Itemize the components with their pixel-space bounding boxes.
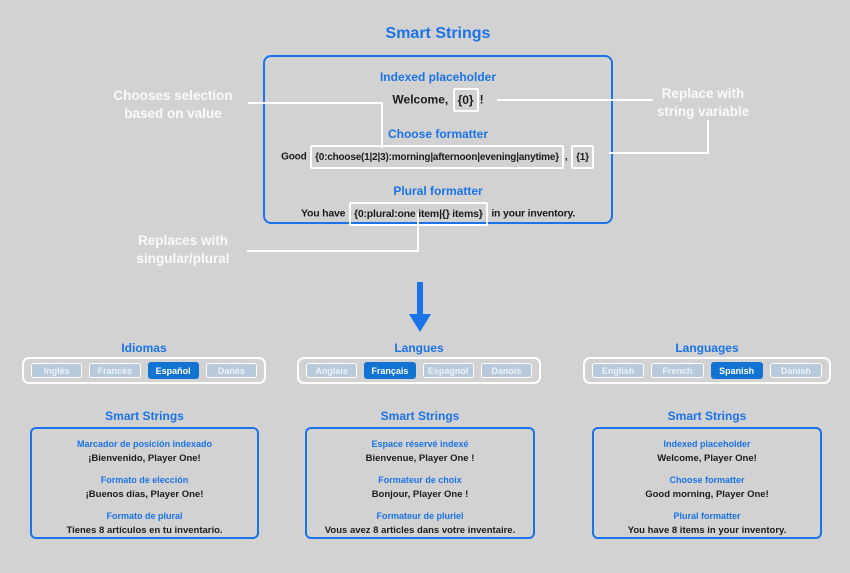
result-heading: Marcador de posición indexado [76, 439, 213, 449]
lang-button-danois[interactable]: Danois [480, 363, 532, 378]
result-heading: Formateur de pluriel [376, 511, 464, 521]
result-text: Bienvenue, Player One ! [365, 453, 475, 464]
result-heading: Espace réservé indexé [371, 439, 469, 449]
placeholder-token: {0} [452, 88, 479, 112]
annotation-replace-with-variable: Replace with string variable [625, 85, 781, 121]
annotation-line: Replaces with [137, 233, 229, 248]
result-text: Bonjour, Player One ! [371, 489, 469, 500]
down-arrow-icon [409, 314, 431, 332]
result-text: ¡Buenos días, Player One! [85, 489, 204, 500]
annotation-line: based on value [124, 105, 222, 121]
result-panel-fr: Espace réservé indexé Bienvenue, Player … [305, 427, 535, 539]
annotation-line: string variable [656, 103, 750, 119]
lang-button-danes[interactable]: Danés [205, 363, 257, 378]
annotation-replaces-singular-plural: Replaces with singular/plural [105, 232, 261, 268]
page-title: Smart Strings [385, 25, 491, 42]
result-text: ¡Bienvenido, Player One! [88, 453, 201, 464]
language-title-en: Languages [675, 341, 739, 355]
lang-button-english[interactable]: English [592, 363, 645, 378]
annotation-line: singular/plural [136, 250, 230, 266]
language-selector-es: Inglés Francés Español Danés [22, 357, 266, 384]
annotation-line: Chooses selection [113, 88, 233, 103]
panel-title-fr: Smart Strings [380, 409, 460, 423]
connector-line [381, 102, 383, 148]
connector-line [417, 213, 419, 252]
code-text: Good [281, 151, 310, 163]
lang-button-spanish[interactable]: Spanish [710, 362, 763, 379]
result-text: Welcome, Player One! [657, 453, 757, 464]
connector-line [609, 152, 709, 154]
code-text: in your inventory. [488, 207, 576, 220]
down-arrow-icon [417, 282, 423, 315]
language-selector-en: English French Spanish Danish [583, 357, 831, 384]
choose-token: {0:choose(1|2|3):morning|afternoon|eveni… [310, 145, 564, 169]
language-title-fr: Langues [394, 341, 444, 355]
result-text: Tienes 8 artículos en tu inventario. [66, 525, 223, 536]
result-panel-es: Marcador de posición indexado ¡Bienvenid… [30, 427, 259, 539]
result-heading: Formato de plural [106, 511, 183, 521]
result-heading: Formateur de choix [378, 475, 462, 485]
lang-button-francais[interactable]: Français [364, 362, 416, 379]
panel-title-es: Smart Strings [105, 409, 184, 423]
code-line-indexed: Welcome, {0}! [265, 88, 611, 112]
code-text: ! [479, 92, 484, 107]
result-heading: Plural formatter [673, 511, 741, 521]
panel-title-en: Smart Strings [667, 409, 747, 423]
lang-button-frances[interactable]: Francés [89, 363, 141, 378]
code-line-plural: You have {0:plural:one item|{} items} in… [265, 202, 611, 226]
result-text: You have 8 items in your inventory. [627, 525, 787, 536]
code-line-choose: Good {0:choose(1|2|3):morning|afternoon|… [265, 145, 611, 169]
annotation-chooses-selection: Chooses selection based on value [95, 87, 251, 123]
result-text: Good morning, Player One! [645, 489, 769, 500]
variable-token: {1} [571, 145, 594, 169]
smart-string-examples-box: Indexed placeholder Welcome, {0}! Choose… [263, 55, 613, 226]
connector-line [248, 102, 381, 104]
code-text: Welcome, [392, 92, 452, 107]
connector-line [707, 120, 709, 154]
language-title-es: Idiomas [121, 341, 167, 355]
result-heading: Indexed placeholder [663, 439, 751, 449]
result-heading: Choose formatter [669, 475, 745, 485]
result-panel-en: Indexed placeholder Welcome, Player One!… [592, 427, 822, 539]
section-heading-indexed: Indexed placeholder [379, 70, 497, 84]
section-heading-plural: Plural formatter [393, 184, 483, 198]
code-text: , [564, 151, 571, 163]
language-selector-fr: Anglais Français Espagnol Danois [297, 357, 541, 384]
lang-button-danish[interactable]: Danish [769, 363, 822, 378]
lang-button-espagnol[interactable]: Espagnol [422, 363, 474, 378]
lang-button-anglais[interactable]: Anglais [306, 363, 358, 378]
lang-button-espanol[interactable]: Español [147, 362, 199, 379]
connector-line [497, 99, 653, 101]
lang-button-ingles[interactable]: Inglés [31, 363, 83, 378]
section-heading-choose: Choose formatter [387, 127, 488, 141]
result-heading: Formato de elección [100, 475, 189, 485]
result-text: Vous avez 8 articles dans votre inventai… [324, 525, 516, 536]
annotation-line: Replace with [661, 86, 745, 101]
code-text: You have [300, 207, 348, 220]
lang-button-french[interactable]: French [651, 363, 704, 378]
connector-line [247, 250, 419, 252]
